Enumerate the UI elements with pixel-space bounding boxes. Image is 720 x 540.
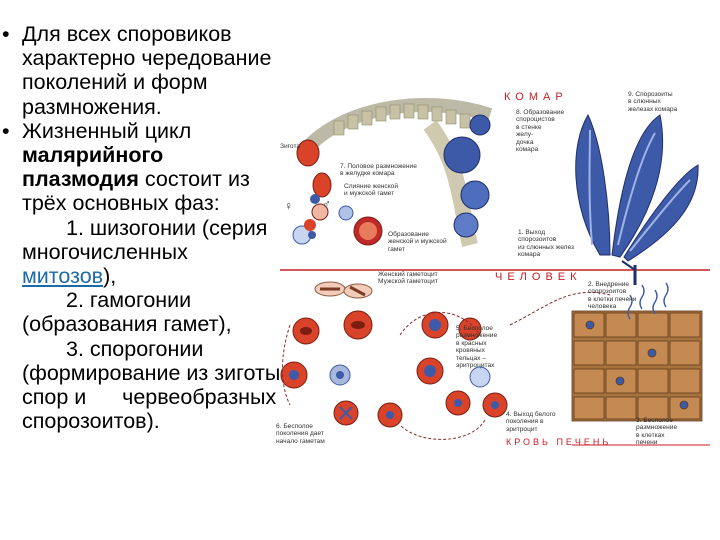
text: ),	[103, 264, 117, 289]
text-line: спорозоитов).	[22, 409, 160, 434]
text-line: (образования гамет),	[22, 312, 232, 337]
gametocytes	[314, 281, 373, 299]
bullet-2: • Жизненный цикл малярийного плазмодия с…	[0, 119, 320, 434]
text-bold: плазмодия	[22, 167, 139, 192]
phase-1: 1. шизогонии (серия	[66, 215, 268, 240]
text-line: размножения.	[22, 94, 162, 119]
text-line: поколений и форм	[22, 70, 208, 95]
text-line: характерно чередование	[22, 46, 272, 71]
liver-tissue	[571, 310, 703, 422]
text-block: • Для всех споровиков характерно чередов…	[0, 22, 320, 433]
mitosis-link[interactable]: митозов	[22, 264, 104, 289]
zygote-stage	[292, 139, 332, 245]
bullet-symbol: •	[2, 22, 10, 46]
text-line: Жизненный цикл	[22, 118, 192, 143]
sporozoites	[627, 282, 669, 320]
cycle-arrows	[282, 291, 611, 440]
phase-3: 3. спорогонии	[66, 336, 204, 361]
gametes	[304, 205, 383, 246]
text-line-bold: малярийного	[22, 143, 164, 168]
blood-cycle	[280, 310, 508, 428]
gland-duct-main	[621, 260, 636, 271]
malaria-lifecycle-diagram: КОМАР ЧЕЛОВЕК КРОВЬ ПЕЧЕНЬ ♀ ♂ Зигота 7.…	[270, 85, 710, 465]
header-mosquito: КОМАР	[504, 91, 568, 103]
sporocysts	[443, 114, 491, 238]
gland-ducts	[588, 129, 691, 252]
bullet-1: • Для всех споровиков характерно чередов…	[0, 22, 320, 119]
salivary-glands	[575, 113, 699, 262]
text-line: Для всех споровиков	[22, 22, 232, 46]
text-line: трёх основных фаз:	[22, 191, 220, 216]
text: состоит из	[138, 167, 250, 192]
text-line: спор и червеобразных	[22, 385, 277, 410]
header-human: ЧЕЛОВЕК	[495, 271, 582, 283]
header-blood-liver: КРОВЬ ПЕЧЕНЬ	[506, 437, 612, 447]
label-zygote: Зигота	[280, 143, 301, 150]
bullet-symbol: •	[2, 118, 10, 143]
phase-2: 2. гамогонии	[66, 288, 192, 313]
lifecycle-illustration	[280, 98, 710, 446]
text-line: многочисленных	[22, 239, 188, 264]
text-line: (формирование из зиготы	[22, 360, 281, 385]
female-symbol: ♀	[284, 199, 293, 213]
male-symbol: ♂	[322, 197, 331, 211]
gut-cells	[333, 103, 471, 136]
